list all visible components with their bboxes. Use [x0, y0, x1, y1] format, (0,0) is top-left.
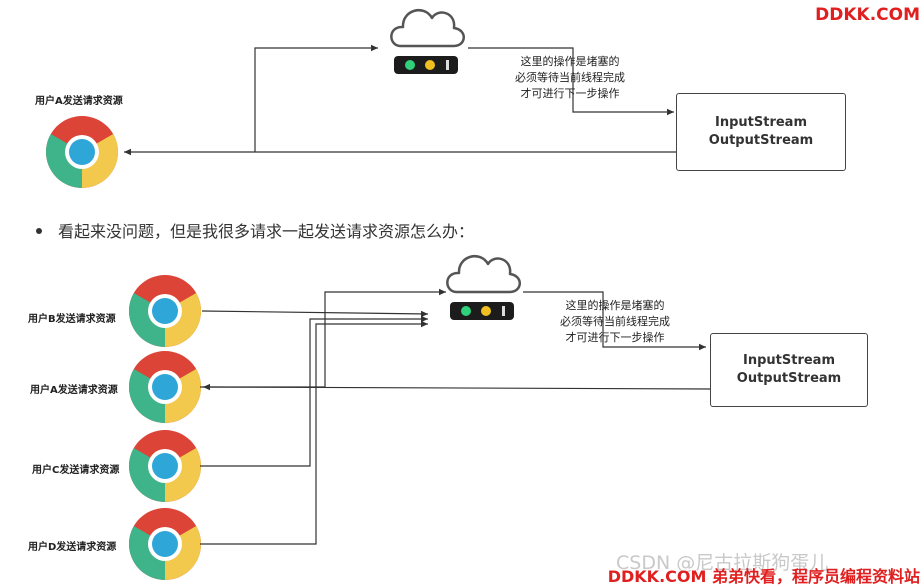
top-chrome-icon [45, 116, 119, 189]
user-c-label: 用户C发送请求资源 [32, 465, 120, 476]
bullet-text: 看起来没问题，但是我很多请求一起发送请求资源怎么办： [58, 222, 475, 241]
user-c-request-arrow [200, 315, 428, 467]
top-input-stream-label: InputStream [715, 115, 807, 130]
bullet-dot [36, 227, 42, 234]
bottom-blocking-note: 这里的操作是堵塞的 必须等待当前线程完成 才可进行下一步操作 [533, 298, 697, 346]
bullet-question: 看起来没问题，但是我很多请求一起发送请求资源怎么办： [36, 218, 474, 242]
top-note-line-1: 这里的操作是堵塞的 [520, 55, 620, 68]
bottom-note-line-1: 这里的操作是堵塞的 [565, 299, 665, 312]
bottom-connectors [200, 288, 711, 545]
user-b-label: 用户B发送请求资源 [28, 314, 116, 325]
top-blocking-arrow [468, 47, 674, 116]
top-stream-box: InputStream OutputStream [676, 93, 846, 171]
top-user-a-label: 用户A发送请求资源 [35, 96, 123, 107]
user-a-label: 用户A发送请求资源 [30, 385, 118, 396]
top-right-brand: DDKK.COM [815, 5, 920, 25]
user-b-request-arrow [201, 310, 429, 318]
top-output-stream-label: OutputStream [708, 133, 814, 148]
top-note-line-3: 才可进行下一步操作 [520, 87, 620, 100]
bottom-response-arrow [202, 383, 711, 391]
user-d-label: 用户D发送请求资源 [28, 542, 117, 553]
bottom-note-line-3: 才可进行下一步操作 [565, 331, 665, 344]
top-connectors [124, 44, 676, 156]
chrome-icon-a [128, 351, 202, 423]
bottom-note-line-2: 必须等待当前线程完成 [560, 315, 670, 328]
top-cloud-server-icon [390, 8, 466, 76]
chrome-icon-d [128, 508, 202, 580]
chrome-icon-c [128, 430, 202, 502]
top-note-line-2: 必须等待当前线程完成 [515, 71, 625, 84]
top-blocking-note: 这里的操作是堵塞的 必须等待当前线程完成 才可进行下一步操作 [488, 54, 652, 102]
bottom-cloud-server-icon [446, 254, 522, 322]
bottom-output-stream-label: OutputStream [736, 371, 842, 386]
bottom-brand: DDKK.COM 弟弟快看，程序员编程资料站 [607, 567, 920, 586]
csdn-watermark: CSDN @尼古拉斯狗蛋儿 [616, 552, 829, 574]
bottom-blocking-arrow [523, 291, 706, 351]
user-d-request-arrow [200, 320, 428, 545]
chrome-icon-b [128, 275, 202, 347]
user-a-request-arrow [200, 288, 446, 388]
top-request-arrow [254, 44, 378, 152]
bottom-input-stream-label: InputStream [743, 353, 835, 368]
bottom-stream-box: InputStream OutputStream [710, 333, 868, 407]
